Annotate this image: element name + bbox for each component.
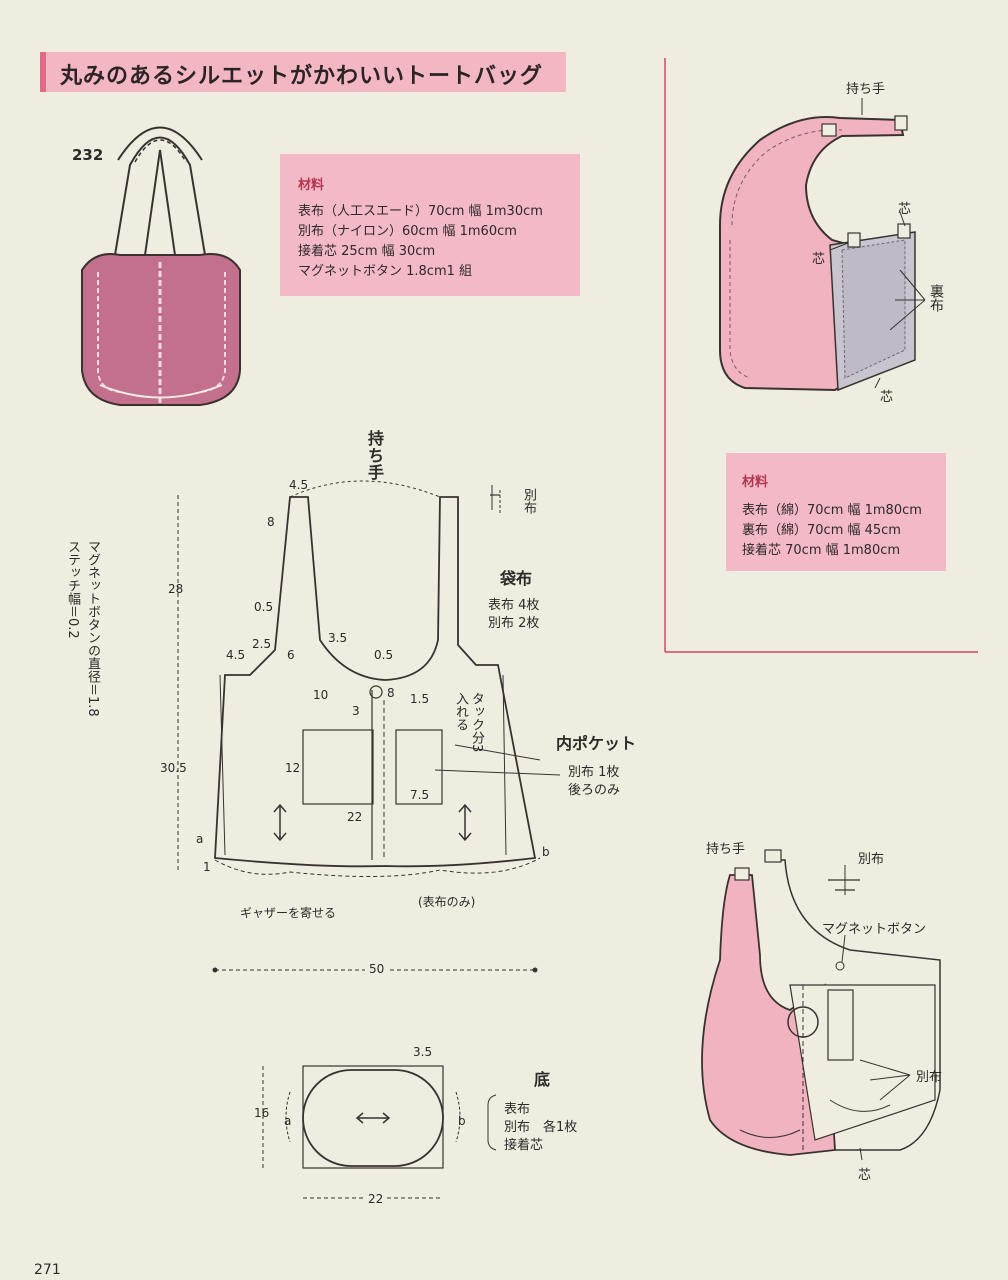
materials-line: 裏布（綿）70cm 幅 45cm [742, 523, 901, 538]
materials-line: 接着芯 25cm 幅 30cm [298, 244, 436, 259]
bottom-dim-3-5: 3.5 [413, 1045, 433, 1059]
body-title: 袋布 [500, 569, 533, 588]
page-number: 271 [34, 1262, 61, 1278]
dim-8: 8 [387, 686, 395, 700]
dim-1-5: 1.5 [410, 692, 430, 706]
inside-lining-label: 裏布 [928, 284, 944, 312]
inside-interfacing-label-a: 芯 [898, 202, 912, 217]
page-title: 丸みのあるシルエットがかわいいトートバッグ [60, 64, 544, 89]
dim-width-50: 50 [365, 962, 389, 976]
bottom-note-1: 表布 [504, 1102, 531, 1117]
materials-line: 表布（人工スエード）70cm 幅 1m30cm [298, 204, 543, 219]
item-number: 232 [72, 146, 104, 164]
dim-pocket-7-5: 7.5 [410, 788, 430, 802]
body-note-2: 別布 2枚 [488, 616, 540, 631]
point-a: a [196, 832, 204, 846]
pocket-note-1: 別布 1枚 [568, 765, 620, 780]
materials-line: マグネットボタン 1.8cm1 組 [298, 264, 473, 279]
materials-box-left: 材料 表布（人工スエード）70cm 幅 1m30cm 別布（ナイロン）60cm … [280, 154, 580, 296]
gather-note: ギャザーを寄せる [240, 906, 337, 920]
pocket-note-2: 後ろのみ [568, 783, 621, 798]
title-bar: 丸みのあるシルエットがかわいいトートバッグ [40, 52, 566, 92]
point-b: b [542, 845, 550, 859]
dim-3-5: 3.5 [328, 631, 348, 645]
dim-height-30-5: 30.5 [160, 761, 187, 775]
dim-6: 6 [287, 648, 295, 662]
bottom-note-2: 別布 各1枚 [504, 1120, 578, 1135]
dim-3: 3 [352, 704, 360, 718]
bottom-dim-22: 22 [365, 1192, 387, 1206]
dim-1: 1 [203, 860, 211, 874]
side-contrast-label-2: 別布 [916, 1070, 943, 1085]
bottom-title: 底 [534, 1070, 551, 1089]
dim-10: 10 [313, 688, 329, 702]
dim-pocket-22: 22 [347, 810, 363, 824]
tuck-note: タック分3入れる [453, 692, 484, 753]
side-interfacing-label: 芯 [858, 1168, 872, 1183]
materials-heading: 材料 [742, 475, 769, 490]
side-handle-label: 持ち手 [706, 842, 746, 857]
dim-height-28: 28 [168, 582, 184, 596]
handle-contrast-label: 別布 [521, 488, 536, 514]
bottom-point-b: b [458, 1114, 466, 1128]
side-magnet-label: マグネットボタン [822, 922, 927, 937]
materials-box-right: 材料 表布（綿）70cm 幅 1m80cm 裏布（綿）70cm 幅 45cm 接… [726, 453, 946, 571]
materials-line: 接着芯 70cm 幅 1m80cm [742, 543, 901, 558]
materials-heading: 材料 [298, 178, 325, 193]
side-contrast-label: 別布 [858, 852, 885, 867]
outer-only-note: (表布のみ) [418, 895, 476, 909]
dim-4-5: 4.5 [226, 648, 246, 662]
dim-handle-width: 4.5 [289, 478, 309, 492]
magnet-note: マグネットボタンの直径＝1.8 [85, 540, 100, 717]
bottom-note-3: 接着芯 [504, 1138, 544, 1153]
materials-line: 表布（綿）70cm 幅 1m80cm [742, 503, 922, 518]
dim-0-5: 0.5 [254, 600, 274, 614]
handle-title: 持ち手 [368, 429, 385, 482]
body-note-1: 表布 4枚 [488, 598, 540, 613]
materials-line: 別布（ナイロン）60cm 幅 1m60cm [298, 224, 517, 239]
inside-interfacing-label-c: 芯 [880, 390, 894, 405]
bottom-point-a: a [284, 1114, 292, 1128]
pocket-title: 内ポケット [556, 734, 637, 753]
bottom-dim-16: 16 [254, 1106, 270, 1120]
inside-interfacing-label-b: 芯 [812, 252, 826, 267]
dim-pocket-12: 12 [285, 761, 301, 775]
dim-handle-8: 8 [267, 515, 275, 529]
dim-0-5-center: 0.5 [374, 648, 394, 662]
inside-handle-label: 持ち手 [846, 82, 886, 97]
stitch-note: ステッチ幅＝0.2 [65, 540, 80, 639]
dim-2-5: 2.5 [252, 637, 272, 651]
